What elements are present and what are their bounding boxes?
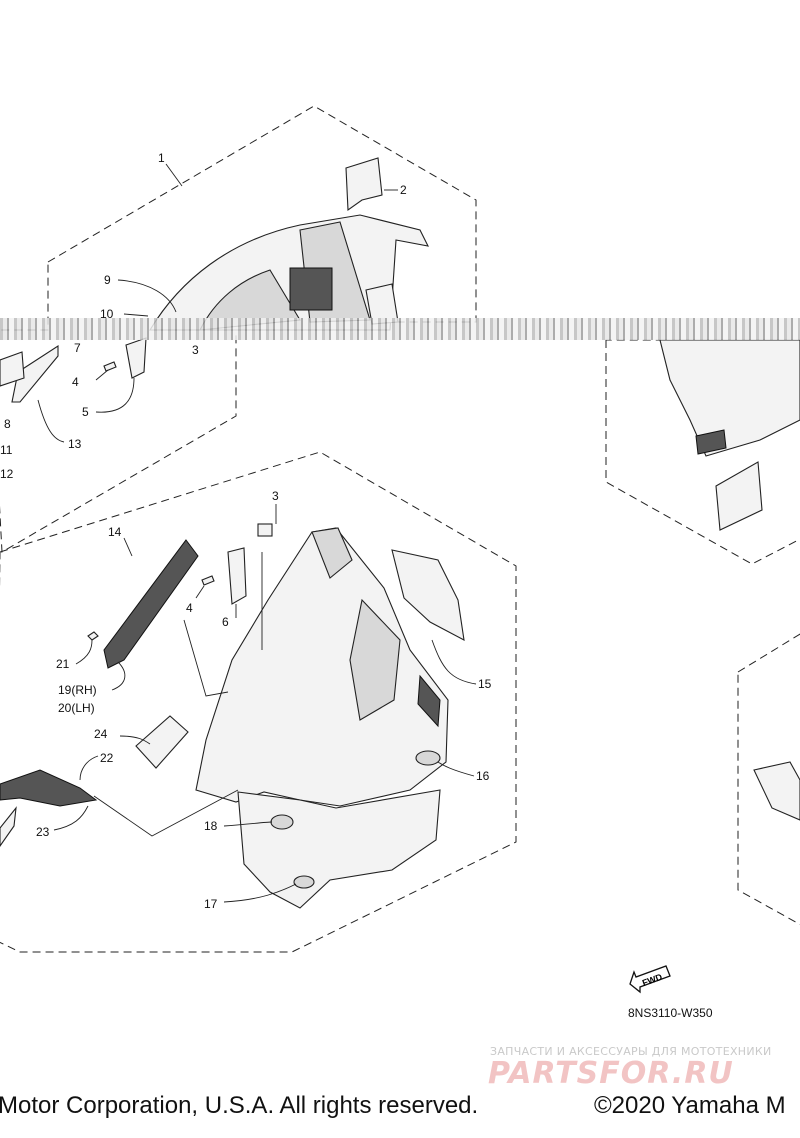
right-pad-fragment [715,461,763,531]
callout-13: 13 [68,437,82,451]
scan-artifact-band [0,318,800,340]
callout-labels: 1 2 9 10 7 3 4 5 8 13 11 12 14 3 4 6 21 … [0,151,492,911]
callout-18: 18 [204,819,218,833]
screw-4a [103,361,117,372]
callout-19-rh: 19(RH) [58,683,97,697]
side-cover-15 [391,549,465,641]
drawing-code: 8NS3110-W350 [628,1006,713,1020]
nut-3b [257,523,273,537]
copyright-right: ©2020 Yamaha M [594,1092,786,1119]
callout-11: 11 [0,443,13,457]
callout-8: 8 [4,417,11,431]
callout-4b: 4 [186,601,193,615]
fwd-arrow-icon: FWD [629,965,671,994]
duct-part-22 [0,769,98,807]
callout-15: 15 [478,677,492,691]
emblem-18 [270,814,294,830]
strip-part-23 [0,806,17,847]
assembly-outline-right-lower [737,633,800,926]
vent-grille-lower [417,674,441,728]
leader-lines [37,163,477,903]
callout-6: 6 [222,615,229,629]
callout-14: 14 [108,525,122,539]
sticker-24 [135,715,189,769]
callout-9: 9 [104,273,111,287]
watermark-tagline: ЗАПЧАСТИ И АКСЕССУАРЫ ДЛЯ МОТОТЕХНИКИ [490,1045,772,1058]
watermark-logo: PARTSFOR.RU [488,1056,734,1091]
callout-10: 10 [100,307,114,321]
callout-16: 16 [476,769,490,783]
callout-17: 17 [204,897,218,911]
pad-part-8 [11,344,59,403]
callout-7: 7 [74,341,81,355]
windscreen-piece-2 [345,157,383,212]
callout-22: 22 [100,751,114,765]
callout-23: 23 [36,825,50,839]
screw-4b [201,575,215,586]
callout-20-lh: 20(LH) [58,701,95,715]
callout-1: 1 [158,151,165,165]
upper-cowl-part [149,214,429,331]
vent-grille-19-20 [103,539,199,669]
callout-5: 5 [82,405,89,419]
emblem-17 [293,875,315,889]
copyright-left: Motor Corporation, U.S.A. All rights res… [0,1092,479,1119]
callout-24: 24 [94,727,108,741]
callout-12: 12 [0,467,14,481]
callout-3a: 3 [192,343,199,357]
right-cowl-fragment [659,339,800,457]
emblem-16 [415,750,441,766]
callout-2: 2 [400,183,407,197]
right-lower-fragment [753,761,800,821]
vent-grille-upper [289,267,333,311]
callout-4a: 4 [72,375,79,389]
callout-21: 21 [56,657,70,671]
assembly-outline-lower [0,451,517,953]
lower-cowl-part [195,527,449,909]
clip-21 [87,631,99,641]
bracket-part-6 [227,547,247,605]
clip-part-11 [0,351,25,387]
bracket-part-5 [125,337,147,379]
right-vent-fragment [695,429,727,455]
callout-3b: 3 [272,489,279,503]
